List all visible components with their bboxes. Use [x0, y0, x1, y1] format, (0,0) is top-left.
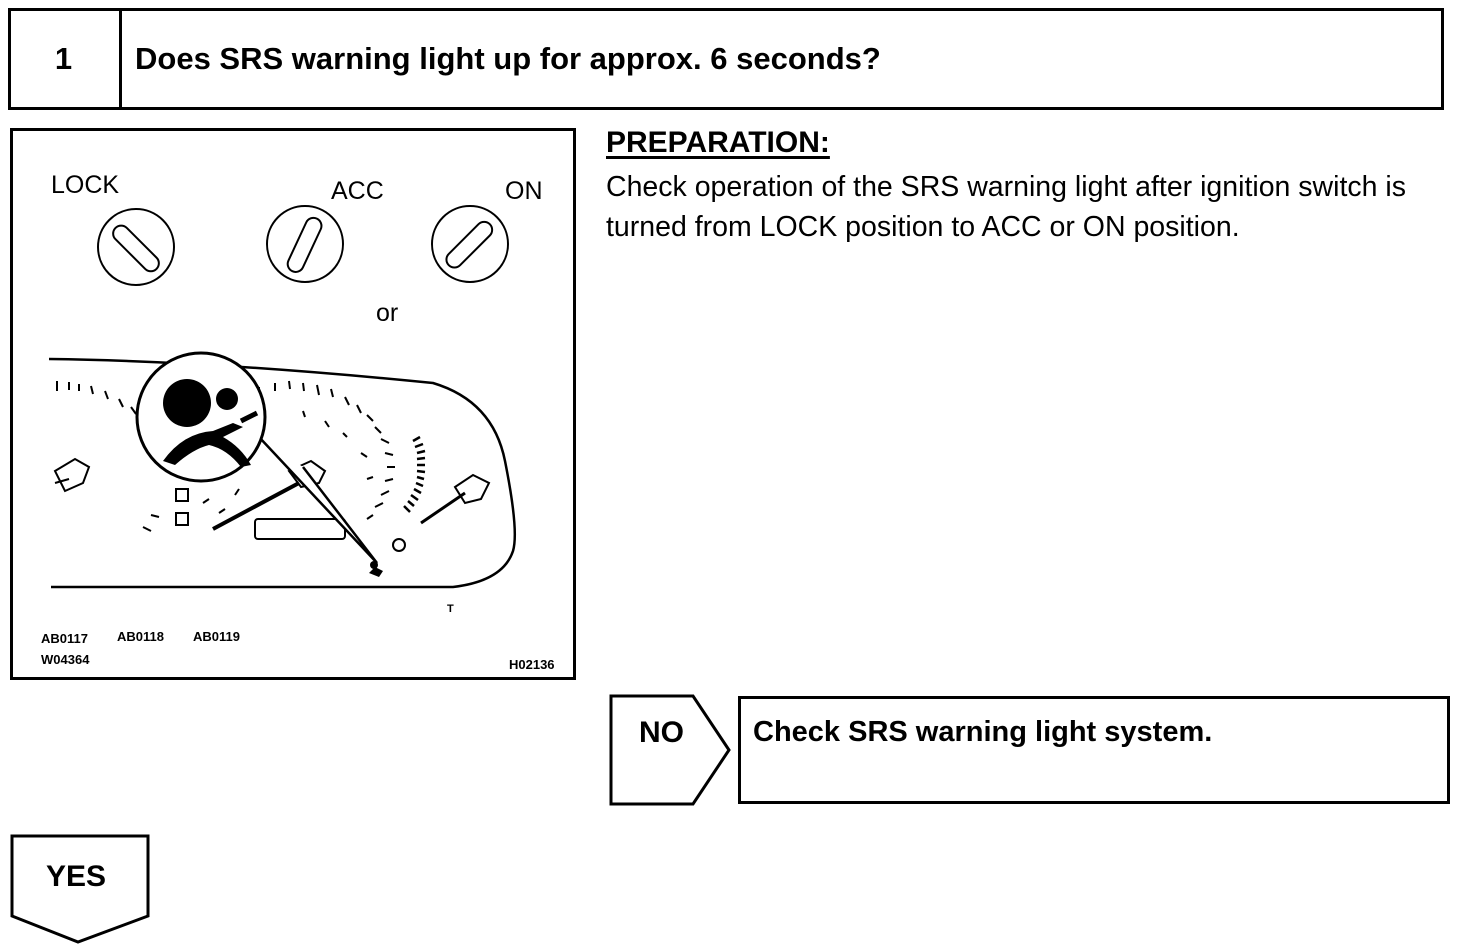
- lock-label: LOCK: [51, 171, 120, 199]
- no-branch-marker: NO: [609, 694, 733, 806]
- ignition-illustration: [48, 205, 517, 589]
- or-label: or: [376, 299, 399, 327]
- step-number: 1: [8, 8, 122, 110]
- code-ab0119: AB0119: [193, 629, 240, 644]
- yes-arrow-shape: [10, 834, 150, 944]
- step-header-box: [8, 8, 1444, 110]
- yes-label: YES: [46, 860, 107, 893]
- code-ab0118: AB0118: [117, 629, 164, 644]
- t-mark: T: [447, 603, 454, 615]
- instrument-cluster: [48, 357, 517, 589]
- code-h02136: H02136: [509, 657, 555, 672]
- preparation-heading: PREPARATION:: [606, 126, 830, 159]
- preparation-text: Check operation of the SRS warning light…: [606, 171, 1406, 243]
- no-arrow-shape: [609, 694, 731, 806]
- tach-ticks: [403, 435, 426, 513]
- no-result-box: [738, 696, 1450, 804]
- gauge-ticks: [56, 380, 395, 532]
- ignition-figure: LOCK ACC ON or: [10, 128, 576, 680]
- code-w04364: W04364: [41, 652, 90, 667]
- srs-warning-light-icon: [135, 351, 378, 564]
- no-label: NO: [639, 716, 684, 749]
- code-ab0117: AB0117: [41, 631, 88, 646]
- srs-indicator-icon: [369, 561, 383, 577]
- step-question: Does SRS warning light up for approx. 6 …: [135, 41, 881, 76]
- no-result-text: Check SRS warning light system.: [753, 716, 1213, 748]
- yes-branch-marker: YES: [10, 834, 152, 946]
- on-key-cylinder-icon: [431, 205, 509, 283]
- acc-key-cylinder-icon: [266, 205, 344, 283]
- acc-label: ACC: [331, 177, 384, 205]
- on-label: ON: [505, 177, 543, 205]
- lock-key-cylinder-icon: [97, 208, 175, 286]
